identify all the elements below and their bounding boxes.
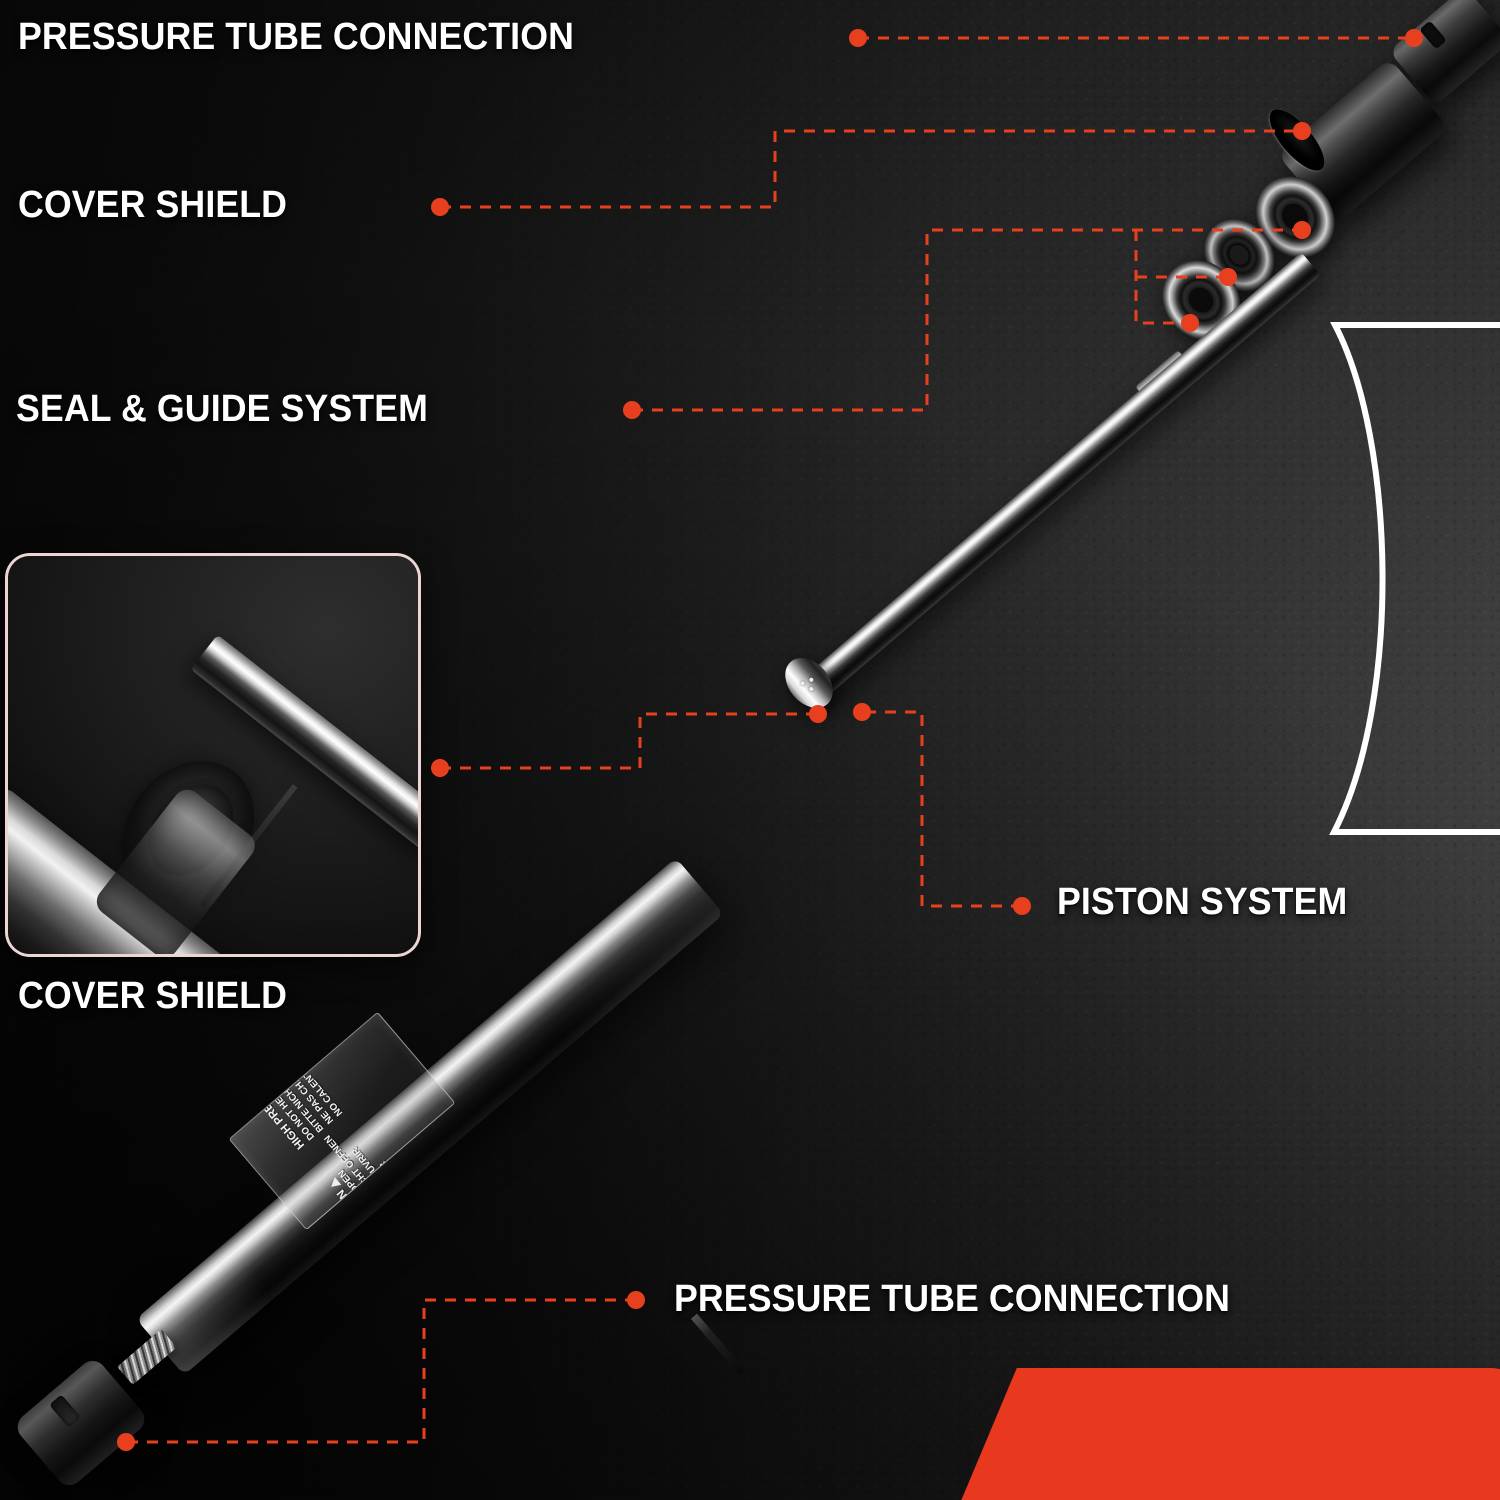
connector-seal-main [632, 228, 1302, 412]
dot-label-pressure-bottom [627, 1291, 645, 1309]
dot-part-cover-shield [1293, 122, 1311, 140]
connector-pressure-tube-bottom [126, 1298, 636, 1444]
dot-part-seal-upper [1293, 221, 1311, 239]
callout-label-piston-system: PISTON SYSTEM [1057, 881, 1348, 923]
connector-seal-branch-lower [1134, 230, 1190, 325]
connector-endpoint-dots [117, 29, 1423, 1451]
callout-label-pressure-tube-connection-bottom: PRESSURE TUBE CONNECTION [674, 1278, 1230, 1320]
connector-cover-shield-inset [440, 712, 818, 770]
dot-part-seal-middle [1219, 268, 1237, 286]
dot-part-top-fitting [1405, 29, 1423, 47]
dot-part-piston [853, 703, 871, 721]
dot-label-pressure-top [849, 29, 867, 47]
dot-label-cover-shield-inset [431, 759, 449, 777]
dot-label-seal-guide [623, 401, 641, 419]
red-accent-banner [958, 1368, 1500, 1500]
callout-label-seal-guide-system: SEAL & GUIDE SYSTEM [16, 388, 428, 430]
connector-cover-shield-top [440, 129, 1302, 209]
callout-label-pressure-tube-connection-top: PRESSURE TUBE CONNECTION [18, 16, 574, 58]
callout-label-cover-shield-top: COVER SHIELD [18, 184, 288, 226]
dot-part-seal-lower [1181, 314, 1199, 332]
dot-part-bottom-fitting [117, 1433, 135, 1451]
dot-label-piston-system [1013, 897, 1031, 915]
callout-label-cover-shield-inset: COVER SHIELD [18, 975, 288, 1017]
dot-label-cover-shield-top [431, 198, 449, 216]
dot-inset-anchor [809, 705, 827, 723]
connector-piston-system [862, 710, 1022, 908]
